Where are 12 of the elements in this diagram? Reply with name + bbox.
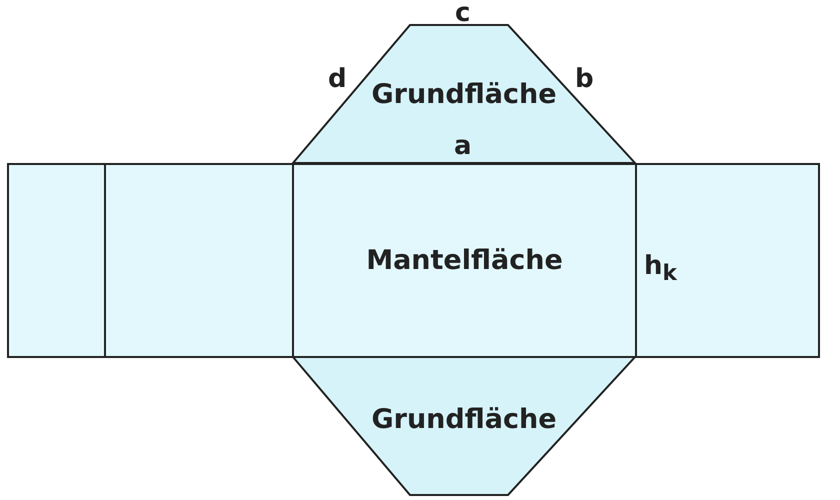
edge-length-label: a	[454, 133, 472, 159]
edge-length-label: c	[455, 0, 470, 26]
edge-length-label: d	[328, 66, 347, 92]
face-label: Grundfläche	[370, 79, 558, 110]
rectangle-face	[104, 163, 294, 358]
edge-length-label: h$_{k}$	[644, 253, 677, 285]
rectangle-face	[292, 163, 637, 358]
face-label: Mantelfläche	[365, 245, 564, 276]
face-label: Grundfläche	[370, 404, 558, 435]
rectangle-face	[635, 163, 820, 358]
edge-length-label: b	[575, 66, 594, 92]
rectangle-face	[7, 163, 106, 358]
